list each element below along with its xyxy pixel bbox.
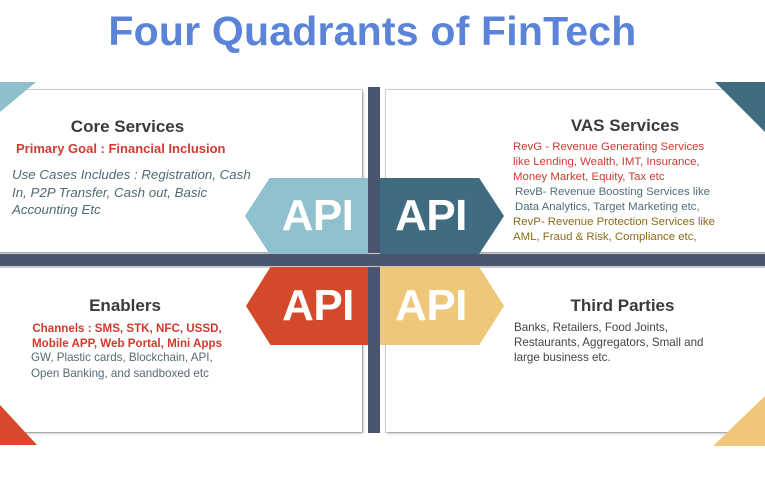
channels-line: Channels : SMS, STK, NFC, USSD, [32, 322, 222, 335]
third-parties-body: Banks, Retailers, Food Joints, Restauran… [514, 320, 703, 365]
revp-line: AML, Fraud & Risk, Compliance etc, [513, 231, 697, 243]
diagram-title: Four Quadrants of FinTech [108, 8, 637, 54]
api-label: API [282, 281, 354, 330]
enablers-other: GW, Plastic cards, Blockchain, API, Open… [31, 350, 213, 381]
revg-line: RevG - Revenue Generating Services [513, 141, 705, 153]
enablers-line: Open Banking, and sandboxed etc [31, 366, 209, 380]
cross-horizontal-bar [0, 254, 765, 266]
api-label: API [281, 191, 354, 240]
enablers-line: GW, Plastic cards, Blockchain, API, [31, 351, 213, 364]
revg-line: Money Market, Equity, Tax etc [513, 171, 665, 183]
third-parties-heading: Third Parties [570, 296, 675, 315]
api-arrow-core-services: API [245, 178, 368, 254]
channels-line: Mobile APP, Web Portal, Mini Apps [32, 337, 223, 350]
revb-line: RevB- Revenue Boosting Services like [515, 186, 710, 198]
api-arrow-vas-services: API [380, 178, 504, 254]
vas-services-heading: VAS Services [570, 116, 680, 135]
core-services-goal: Primary Goal : Financial Inclusion [16, 141, 226, 156]
third-parties-line: Banks, Retailers, Food Joints, [514, 321, 669, 334]
api-arrow-enablers: API [246, 267, 368, 345]
revg-line: like Lending, Wealth, IMT, Insurance, [513, 156, 700, 168]
use-case-line: Accounting Etc [12, 202, 101, 217]
third-parties-line: Restaurants, Aggregators, Small and [514, 336, 704, 349]
use-case-line: In, P2P Transfer, Cash out, Basic [12, 184, 208, 200]
enablers-heading: Enablers [89, 296, 161, 315]
use-case-line: Use Cases Includes : Registration, Cash [12, 167, 251, 182]
revb-line: Data Analytics, Target Marketing etc, [515, 201, 700, 213]
vas-services-body: RevG - Revenue Generating Services like … [513, 140, 715, 245]
corner-triangle-top-left [0, 82, 36, 112]
enablers-channels: Channels : SMS, STK, NFC, USSD, Mobile A… [32, 321, 222, 351]
core-services-heading: Core Services [70, 117, 185, 136]
api-label: API [395, 281, 467, 330]
api-label: API [395, 191, 467, 240]
api-arrow-third-parties: API [380, 267, 504, 345]
revp-line: RevP- Revenue Protection Services like [513, 216, 715, 228]
core-services-use-cases: Use Cases Includes : Registration, Cash … [12, 166, 251, 219]
third-parties-line: large business etc. [514, 351, 611, 364]
